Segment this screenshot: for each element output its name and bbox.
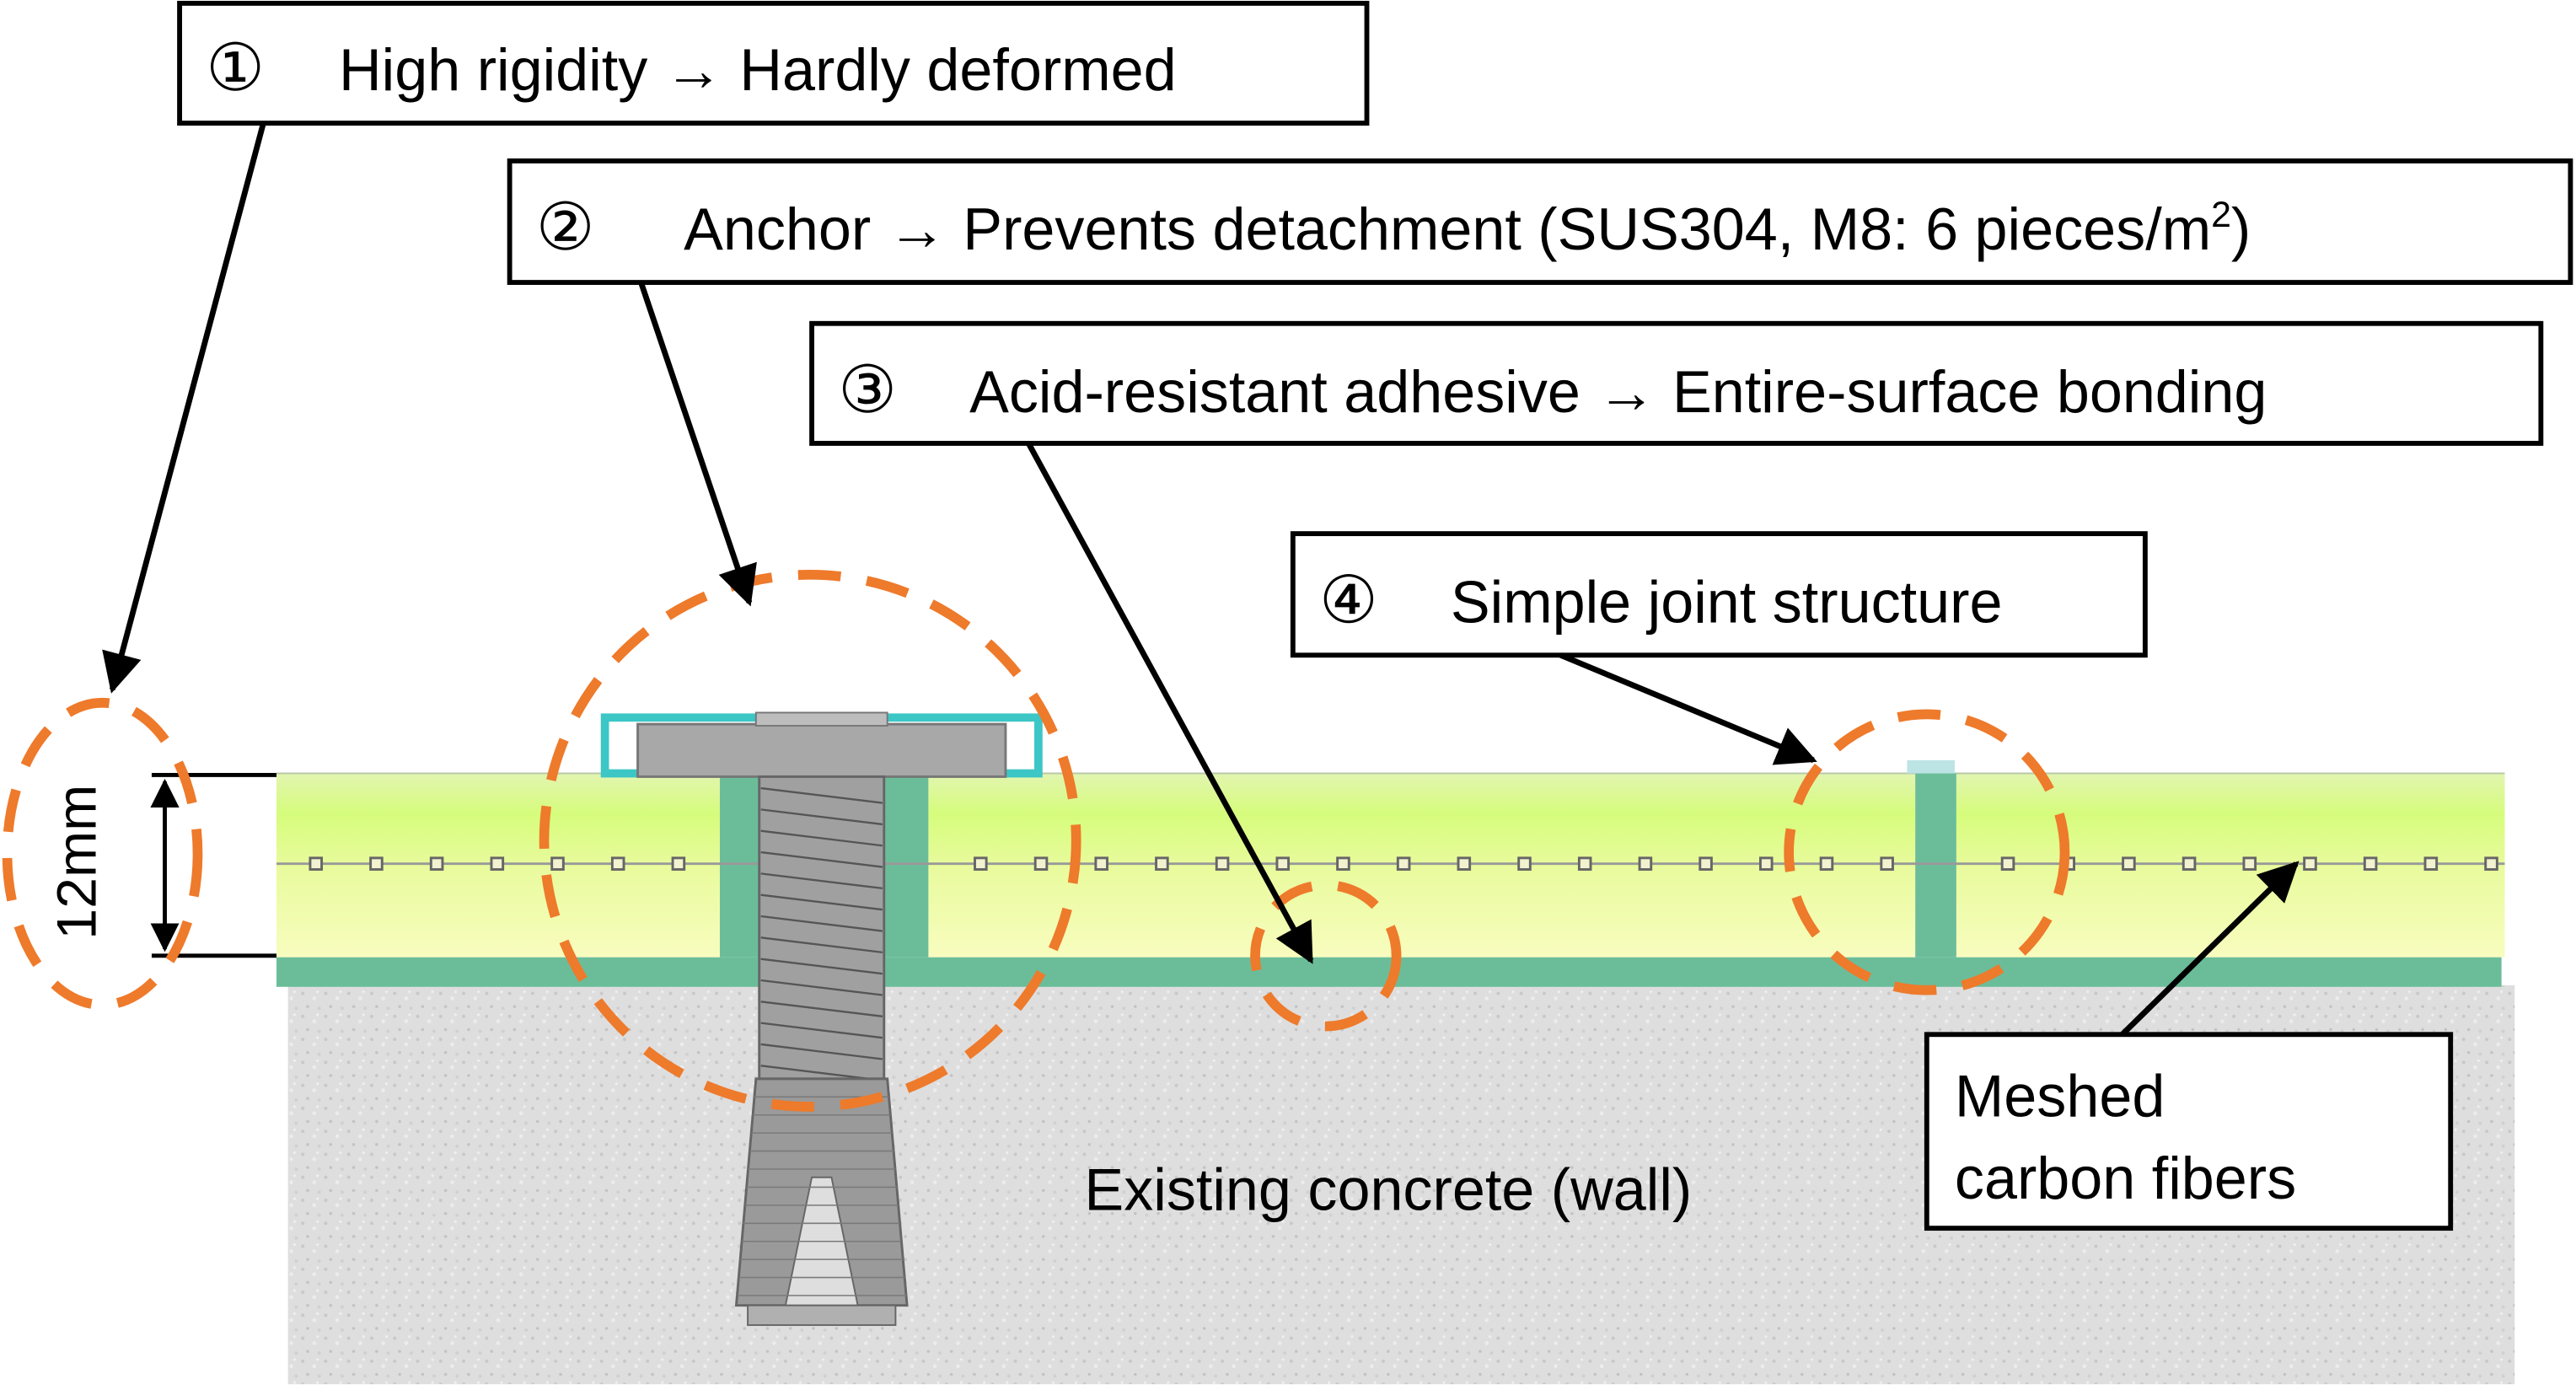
mesh-node <box>1033 856 1049 871</box>
highlight-joint <box>1784 709 2070 995</box>
mesh-node <box>1275 856 1291 871</box>
thread-line <box>760 1022 883 1039</box>
mesh-node <box>1336 856 1350 871</box>
mesh-node <box>2363 856 2378 871</box>
mesh-node <box>1396 856 1411 871</box>
callout-rigidity: ① High rigidity → Hardly deformed <box>177 0 1370 126</box>
anchor-sleeve-lines <box>737 1096 907 1296</box>
callout-text-4: Simple joint structure <box>1451 569 2003 635</box>
panel-middle <box>928 773 1916 958</box>
mesh-node <box>1215 856 1230 871</box>
thread-line <box>760 936 883 954</box>
mesh-node <box>974 856 988 871</box>
callout-number-4: ④ <box>1319 562 1378 636</box>
mesh-node <box>2242 856 2257 871</box>
leader-joint <box>1559 652 1817 765</box>
thread-line <box>760 808 883 826</box>
callout-number-2: ② <box>536 190 595 264</box>
anchor-bolt <box>600 711 1043 1327</box>
callout-text-3: Acid-resistant adhesive → Entire-surface… <box>969 359 2267 425</box>
mesh-node <box>2182 856 2197 871</box>
mesh-label-line1: Meshed <box>1955 1064 2165 1129</box>
mesh-node <box>309 856 324 871</box>
leader-anchor <box>638 281 757 607</box>
mesh-node <box>2303 856 2317 871</box>
mesh-node <box>1758 856 1774 871</box>
thread-line <box>760 958 883 975</box>
highlight-adhesive <box>1250 880 1402 1032</box>
callout-text-2-end: ) <box>2231 196 2251 262</box>
callout-number-1: ① <box>206 30 265 105</box>
callout-mesh: Meshed carbon fibers <box>1924 1032 2454 1231</box>
concrete-label: Existing concrete (wall) <box>1084 1157 1692 1223</box>
mesh-node <box>1457 856 1472 871</box>
mesh-node <box>1699 856 1713 871</box>
mesh-node <box>1819 856 1834 871</box>
mesh-node <box>1517 856 1532 871</box>
thread-line <box>760 850 883 868</box>
mesh-node <box>671 856 686 871</box>
callout-number-3: ③ <box>838 352 897 427</box>
leader-rigidity <box>102 122 266 694</box>
joint-filler <box>1915 773 1956 958</box>
thickness-label: 12mm <box>46 785 109 940</box>
callout-text-2: Anchor → Prevents detachment (SUS304, M8… <box>684 195 2251 262</box>
highlight-anchor <box>539 569 1081 1112</box>
thread-line <box>760 979 883 996</box>
callout-text-2-main: Anchor → Prevents detachment (SUS304, M8… <box>684 196 2211 262</box>
joint-cap <box>1907 759 1955 774</box>
mesh-node <box>1577 856 1592 871</box>
mesh-node <box>369 856 384 871</box>
mesh-node <box>1638 856 1653 871</box>
anchor-tip <box>747 1304 897 1327</box>
leader-mesh <box>2120 861 2300 1037</box>
thread-line <box>760 872 883 890</box>
thread-line <box>760 893 883 911</box>
mesh-node <box>1155 856 1169 871</box>
mesh-node <box>550 856 565 871</box>
thread-line <box>760 786 883 804</box>
thread-line <box>760 1043 883 1060</box>
anchor-threads <box>760 786 883 1081</box>
callout-text-1: High rigidity → Hardly deformed <box>339 37 1177 103</box>
mesh-node <box>1094 856 1108 871</box>
thread-line <box>760 829 883 847</box>
callout-text-2-sup: 2 <box>2211 195 2231 235</box>
thread-line <box>760 915 883 932</box>
thread-line <box>760 1001 883 1018</box>
mesh-label-line2: carbon fibers <box>1955 1146 2296 1211</box>
highlight-thickness <box>2 697 203 1011</box>
mesh-node <box>610 856 625 871</box>
mesh-node <box>2122 856 2136 871</box>
mesh-node <box>429 856 444 871</box>
callout-anchor: ② Anchor → Prevents detachment (SUS304, … <box>507 158 2573 285</box>
anchor-nut-top <box>754 711 888 727</box>
anchor-head <box>636 722 1007 778</box>
mesh-node <box>2000 856 2015 871</box>
mesh-node <box>490 856 505 871</box>
callout-joint: ④ Simple joint structure <box>1290 531 2148 658</box>
leader-adhesive <box>1026 442 1314 964</box>
mesh-node <box>2484 856 2498 871</box>
mesh-node <box>2423 856 2439 871</box>
callout-adhesive: ③ Acid-resistant adhesive → Entire-surfa… <box>809 320 2544 446</box>
mesh-node <box>1880 856 1894 871</box>
